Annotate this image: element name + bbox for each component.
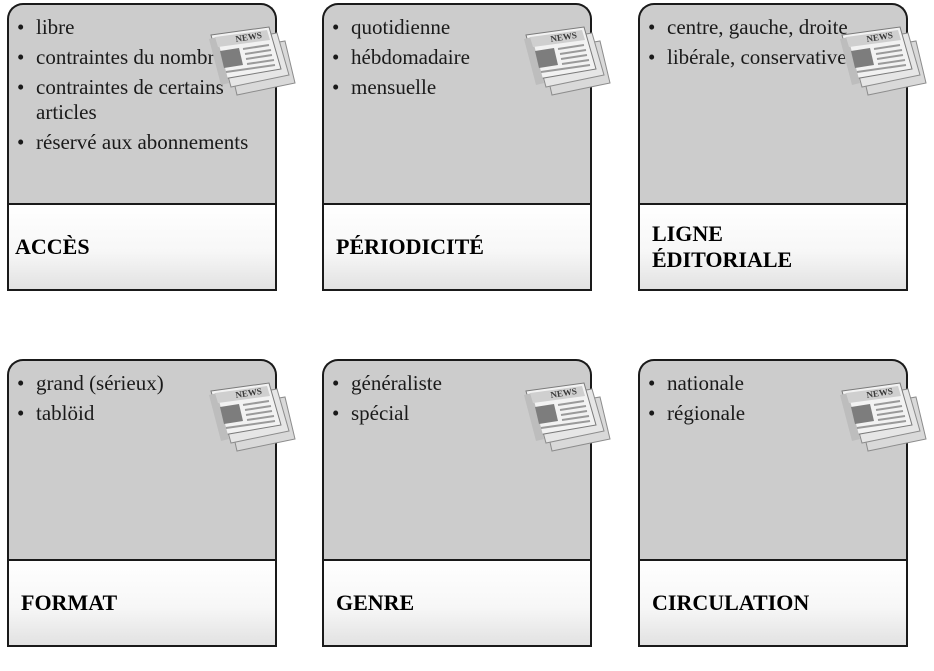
card-footer: PÉRIODICITÉ	[322, 203, 592, 291]
card-title: ACCÈS	[15, 234, 90, 259]
bullet-list: grand (sérieux) tablöid	[9, 361, 275, 426]
card-genre: généraliste spécial GENRE	[322, 359, 611, 647]
bullet-list: libre contraintes du nombre contraintes …	[9, 5, 275, 155]
list-item: mensuelle	[332, 75, 582, 100]
card-title: GENRE	[336, 590, 415, 615]
card-footer: FORMAT	[7, 559, 277, 647]
list-item: régionale	[648, 401, 898, 426]
newspaper-icon	[208, 26, 296, 96]
newspaper-icon	[839, 26, 927, 96]
card-footer: CIRCULATION	[638, 559, 908, 647]
card-title: FORMAT	[21, 590, 118, 615]
list-item: généraliste	[332, 371, 582, 396]
newspaper-icon	[839, 382, 927, 452]
bullet-list: généraliste spécial	[324, 361, 590, 426]
list-item: tablöid	[17, 401, 267, 426]
bullet-list: quotidienne hébdomadaire mensuelle	[324, 5, 590, 100]
list-item: contraintes du nombre	[17, 45, 267, 70]
list-item: grand (sérieux)	[17, 371, 267, 396]
card-title: CIRCULATION	[652, 590, 810, 615]
card-footer: ACCÈS	[7, 203, 277, 291]
list-item: centre, gauche, droite	[648, 15, 898, 40]
bullet-list: centre, gauche, droite libérale, conserv…	[640, 5, 906, 70]
newspaper-icon	[208, 382, 296, 452]
card-periodicite: quotidienne hébdomadaire mensuelle PÉRIO…	[322, 3, 611, 291]
card-title: LIGNE ÉDITORIALE	[652, 221, 793, 272]
list-item: réservé aux abonnements	[17, 130, 267, 155]
list-item: libre	[17, 15, 267, 40]
bullet-list: nationale régionale	[640, 361, 906, 426]
list-item: contraintes de certains articles	[17, 75, 267, 125]
list-item: quotidienne	[332, 15, 582, 40]
card-footer: LIGNE ÉDITORIALE	[638, 203, 908, 291]
card-footer: GENRE	[322, 559, 592, 647]
card-format: grand (sérieux) tablöid FORMAT	[7, 359, 296, 647]
list-item: nationale	[648, 371, 898, 396]
card-ligne-editoriale: centre, gauche, droite libérale, conserv…	[638, 3, 927, 291]
card-title: PÉRIODICITÉ	[336, 234, 484, 259]
card-body: grand (sérieux) tablöid	[7, 359, 277, 561]
newspaper-icon	[523, 382, 611, 452]
list-item: libérale, conservative	[648, 45, 898, 70]
card-acces: libre contraintes du nombre contraintes …	[7, 3, 296, 291]
list-item: hébdomadaire	[332, 45, 582, 70]
card-body: quotidienne hébdomadaire mensuelle	[322, 3, 592, 205]
newspaper-icon	[523, 26, 611, 96]
card-circulation: nationale régionale CIRCULATION	[638, 359, 927, 647]
list-item: spécial	[332, 401, 582, 426]
